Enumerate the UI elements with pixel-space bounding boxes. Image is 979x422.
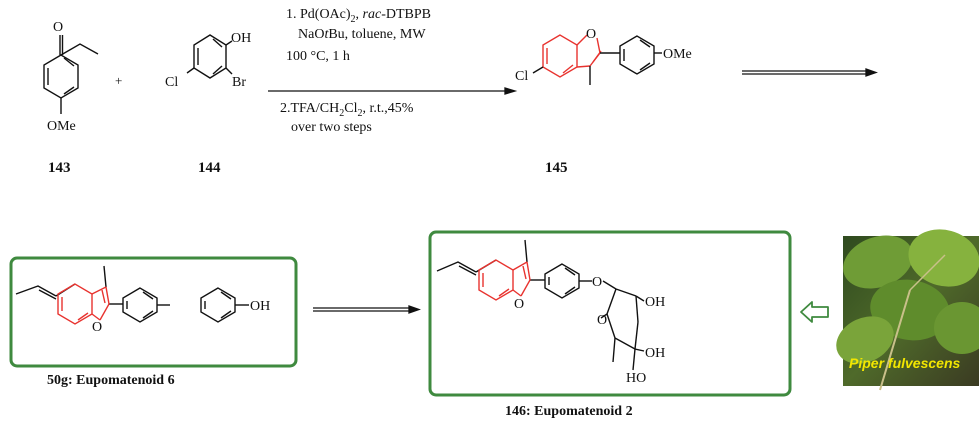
multistep-arrow-bottom [313,305,421,314]
chloro-label-145: Cl [515,69,528,84]
photo-caption: Piper fulvescens [849,355,960,371]
compound-label-146: 146: Eupomatenoid 2 [505,404,633,419]
compound-number-145: 145 [545,160,568,176]
ring-oxygen-146: O [514,297,524,312]
hydroxyl-label-50g: OH [250,299,270,314]
hydroxyl-3-146: HO [626,371,646,386]
methoxy-label-143: OMe [47,119,76,134]
piper-fulvescens-photo: Piper fulvescens [836,229,979,391]
ring-oxygen-50g: O [92,320,102,335]
compound-number-143: 143 [48,160,71,176]
compound-number-144: 144 [198,160,221,176]
ether-oxygen-146: O [592,275,602,290]
ring-oxygen-145: O [586,27,596,42]
condition-step1-line2: NaOtBu, toluene, MW [298,27,426,42]
bromo-label-144: Br [232,75,246,90]
hydroxyl-label-144: OH [231,31,251,46]
hydroxyl-2-146: OH [645,346,665,361]
condition-step1-line1: 1. Pd(OAc)2, rac-DTBPB [286,7,431,25]
eupomatenoid-6-box [9,256,298,368]
eupomatenoid-2-box [428,230,792,397]
multistep-arrow-top [742,68,878,77]
plus-sign: + [115,73,122,88]
compound-144 [186,34,233,79]
methoxy-label-145: OMe [663,47,692,62]
compound-50g [15,265,249,325]
reaction-arrow [268,87,518,95]
sugar-ring-oxygen-146: O [597,313,607,328]
compound-143 [43,35,99,114]
condition-step2-line2: over two steps [291,120,372,135]
compound-146 [436,239,645,371]
compound-145 [532,34,662,85]
condition-step2-line1: 2.TFA/CH2Cl2, r.t.,45% [280,101,414,119]
carbonyl-oxygen-label: O [53,20,63,35]
hydroxyl-1-146: OH [645,295,665,310]
condition-step1-line3: 100 °C, 1 h [286,49,350,64]
compound-label-50g: 50g: Eupomatenoid 6 [47,373,175,388]
chloro-label-144: Cl [165,75,178,90]
hollow-arrow-icon [800,301,829,323]
